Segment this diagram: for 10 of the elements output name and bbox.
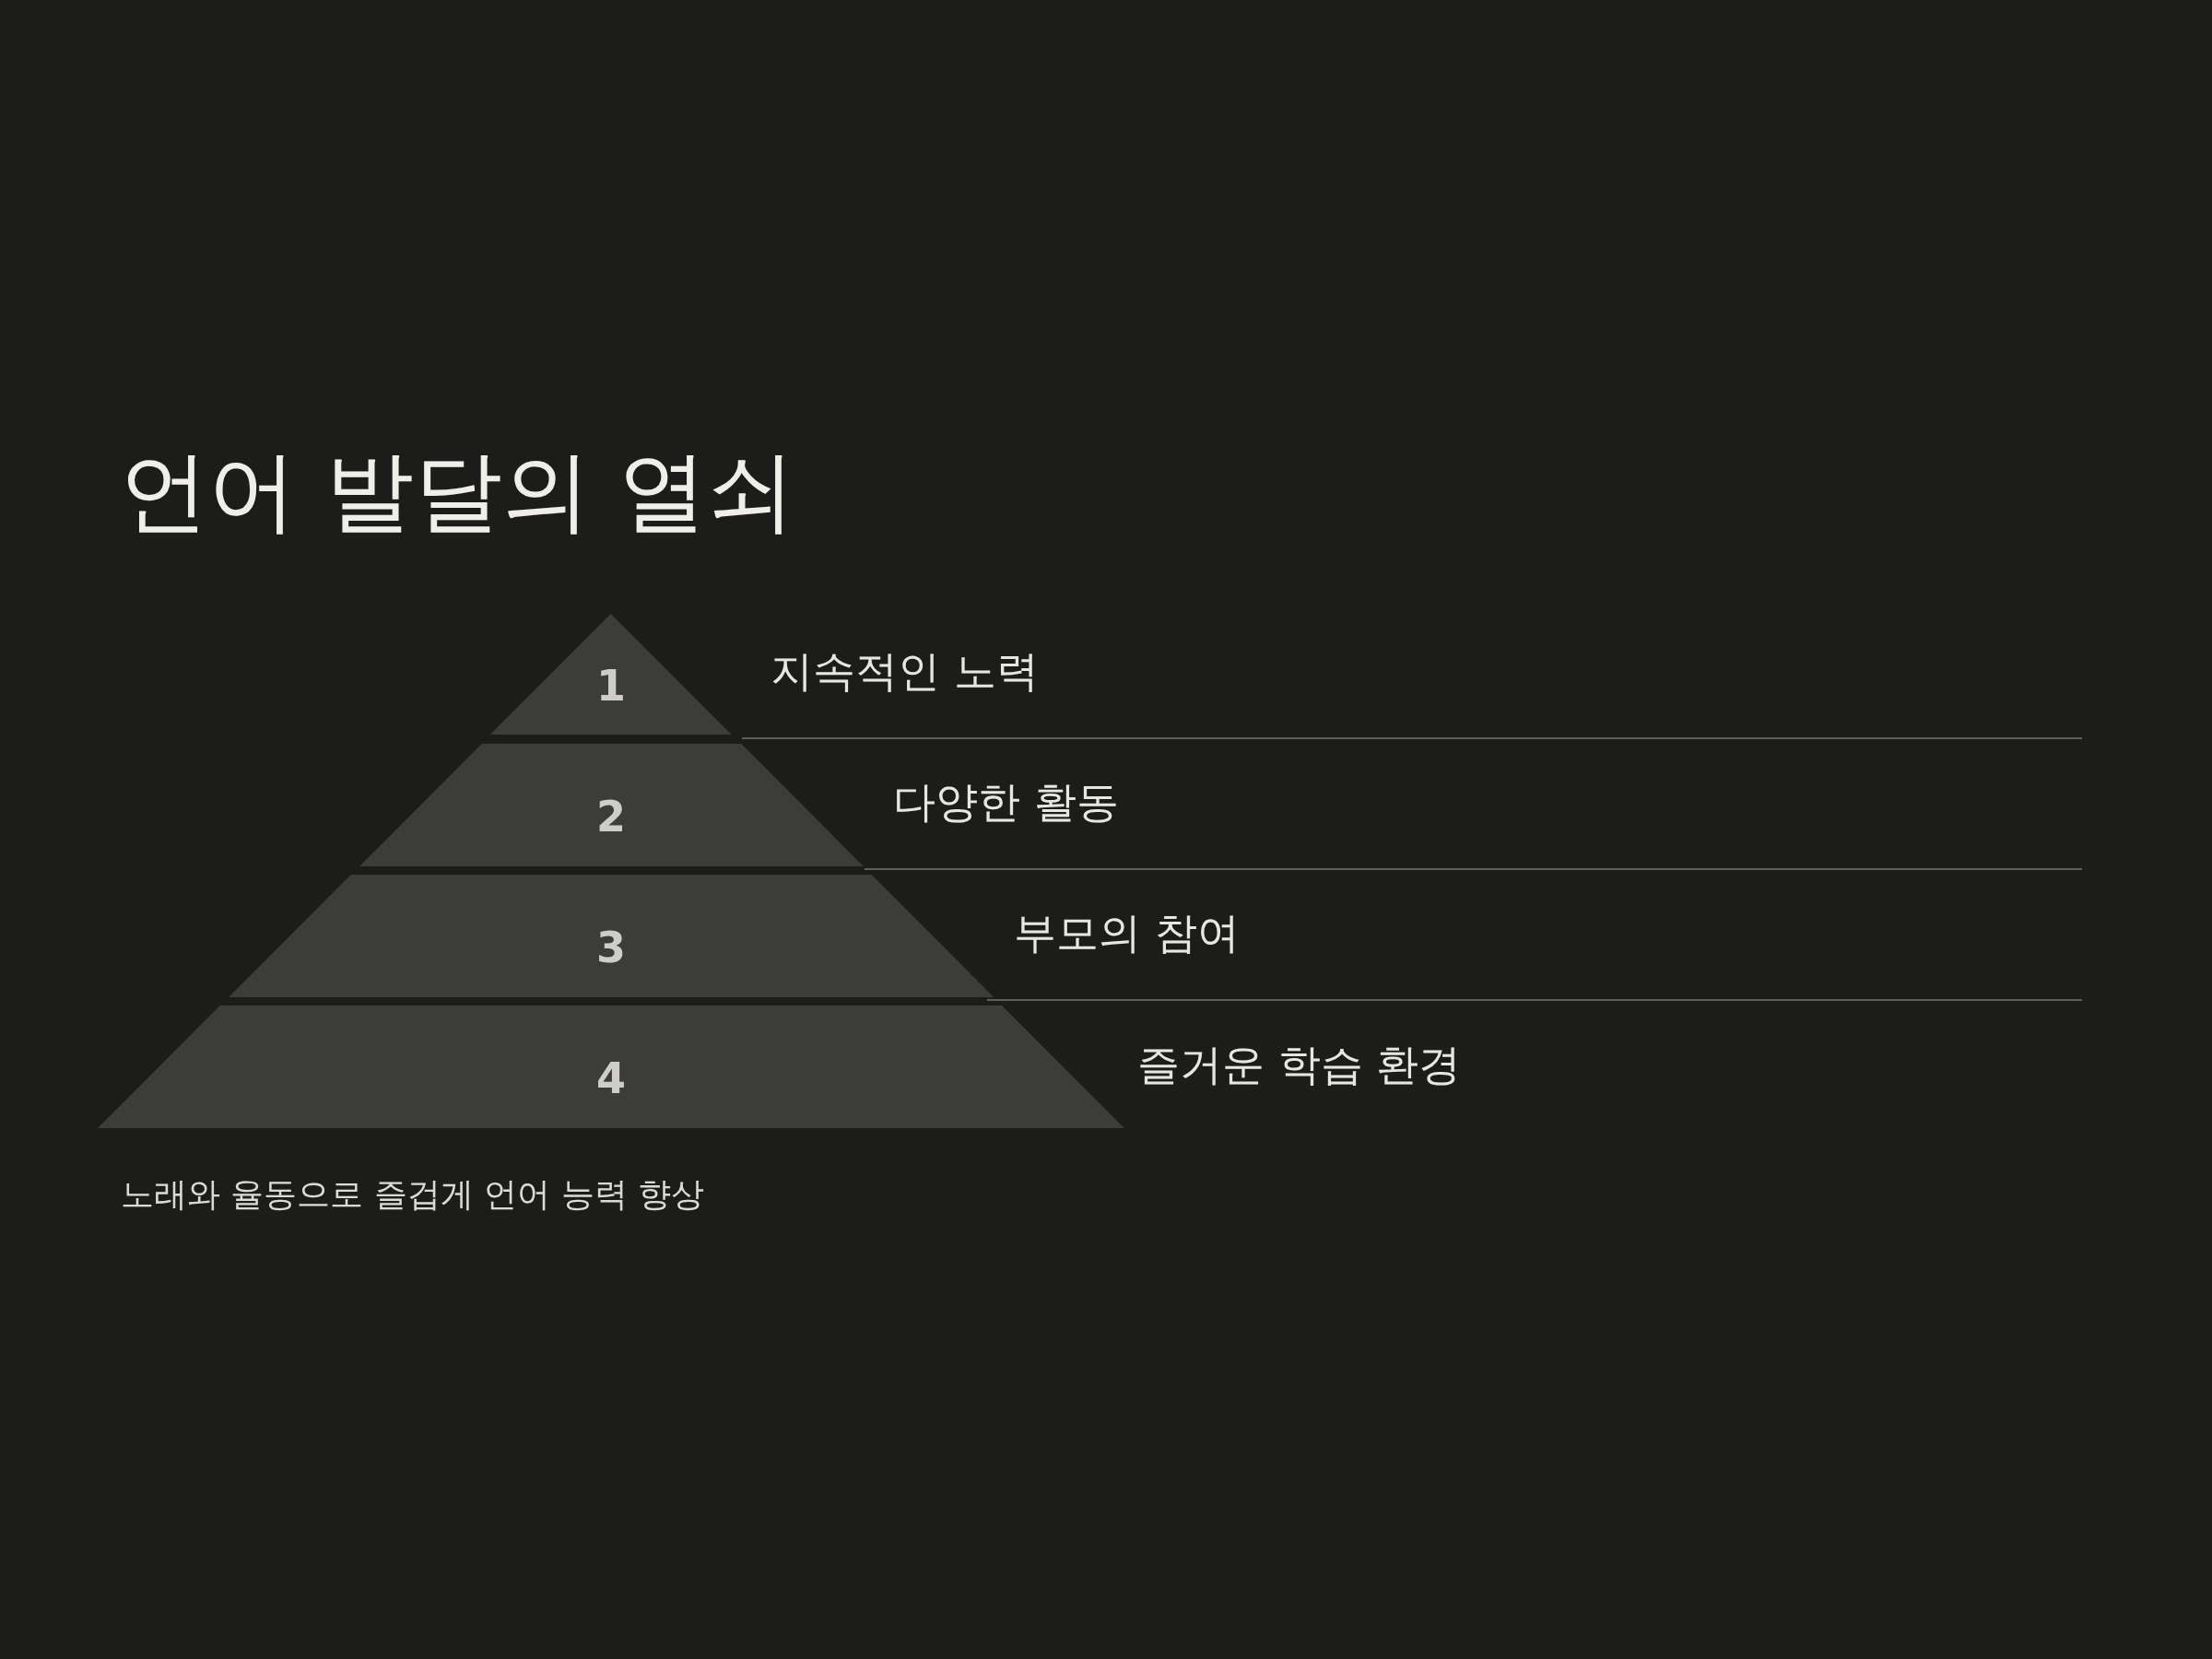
- tier-number: 3: [596, 922, 626, 972]
- tier-label: 다양한 활동: [893, 776, 1119, 829]
- caption: 노래와 율동으로 즐겁게 언어 능력 향상: [121, 1174, 705, 1215]
- tier-number: 1: [596, 660, 626, 711]
- tier-label: 지속적인 노력: [771, 645, 1039, 698]
- tier-number: 2: [596, 791, 626, 841]
- tier-label: 즐거운 학습 환경: [1137, 1039, 1462, 1091]
- title: 언어 발달의 열쇠: [120, 439, 796, 545]
- tier-label: 부모의 참여: [1014, 907, 1240, 959]
- tier-number: 4: [596, 1053, 626, 1103]
